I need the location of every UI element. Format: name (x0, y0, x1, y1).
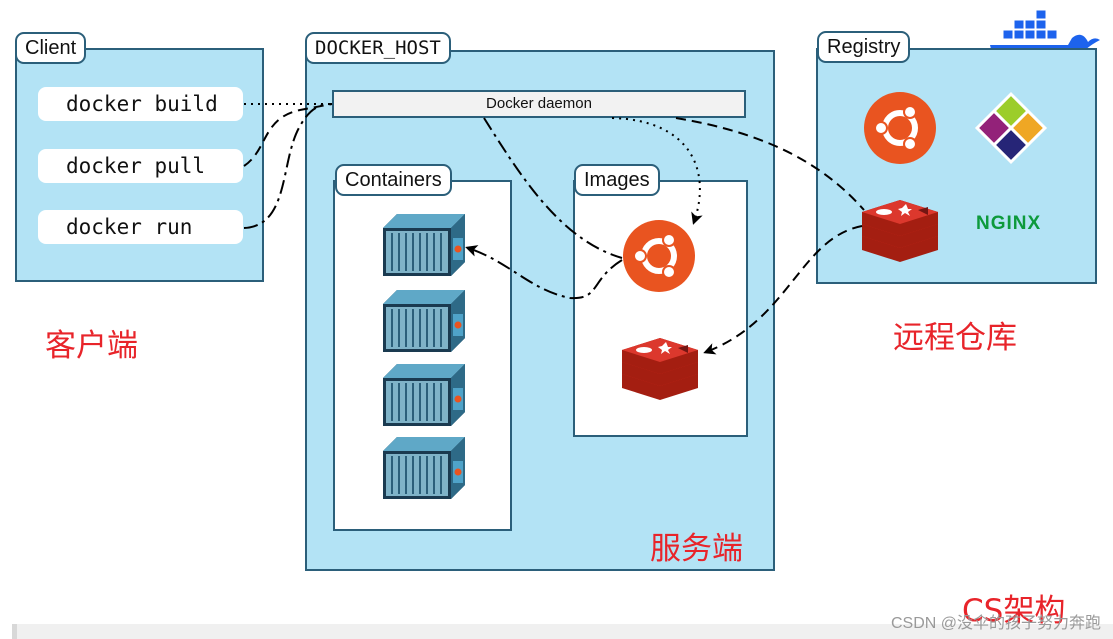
cs-architecture-annotation: CS架构 (962, 593, 1066, 629)
docker-build-command[interactable]: docker build (38, 87, 243, 121)
ubuntu-icon (864, 92, 936, 164)
redis-icon (862, 200, 938, 262)
docker-run-command[interactable]: docker run (38, 210, 243, 244)
docker-daemon: Docker daemon (332, 90, 746, 118)
nginx-icon: NGINX (976, 213, 1042, 234)
footer-bar (12, 624, 1113, 639)
pull-connector (243, 103, 333, 167)
docker-pull-command[interactable]: docker pull (38, 149, 243, 183)
container-icon (382, 363, 466, 427)
daemon-to-run-connector (483, 117, 623, 259)
container-icon (382, 213, 466, 277)
registry-annotation: 远程仓库 (893, 320, 1017, 356)
registry-title: Registry (817, 31, 911, 63)
container-icon (382, 289, 466, 353)
daemon-to-image-connector (611, 117, 703, 225)
client-annotation: 客户端 (45, 328, 138, 364)
ubuntu-icon (623, 220, 695, 292)
daemon-to-registry-connector (675, 117, 865, 211)
redis-icon (622, 338, 698, 400)
images-title: Images (574, 164, 660, 196)
centos-icon (974, 91, 1048, 165)
run-connector (243, 103, 333, 229)
image-to-container-connector (465, 245, 623, 300)
containers-title: Containers (335, 164, 452, 196)
registry-to-image-connector (703, 225, 863, 355)
container-icon (382, 436, 466, 500)
docker-host-title: DOCKER_HOST (305, 32, 451, 64)
client-title: Client (15, 32, 87, 64)
csdn-watermark: CSDN @没伞的孩子努力奔跑 (890, 615, 1101, 632)
server-annotation: 服务端 (650, 531, 743, 567)
